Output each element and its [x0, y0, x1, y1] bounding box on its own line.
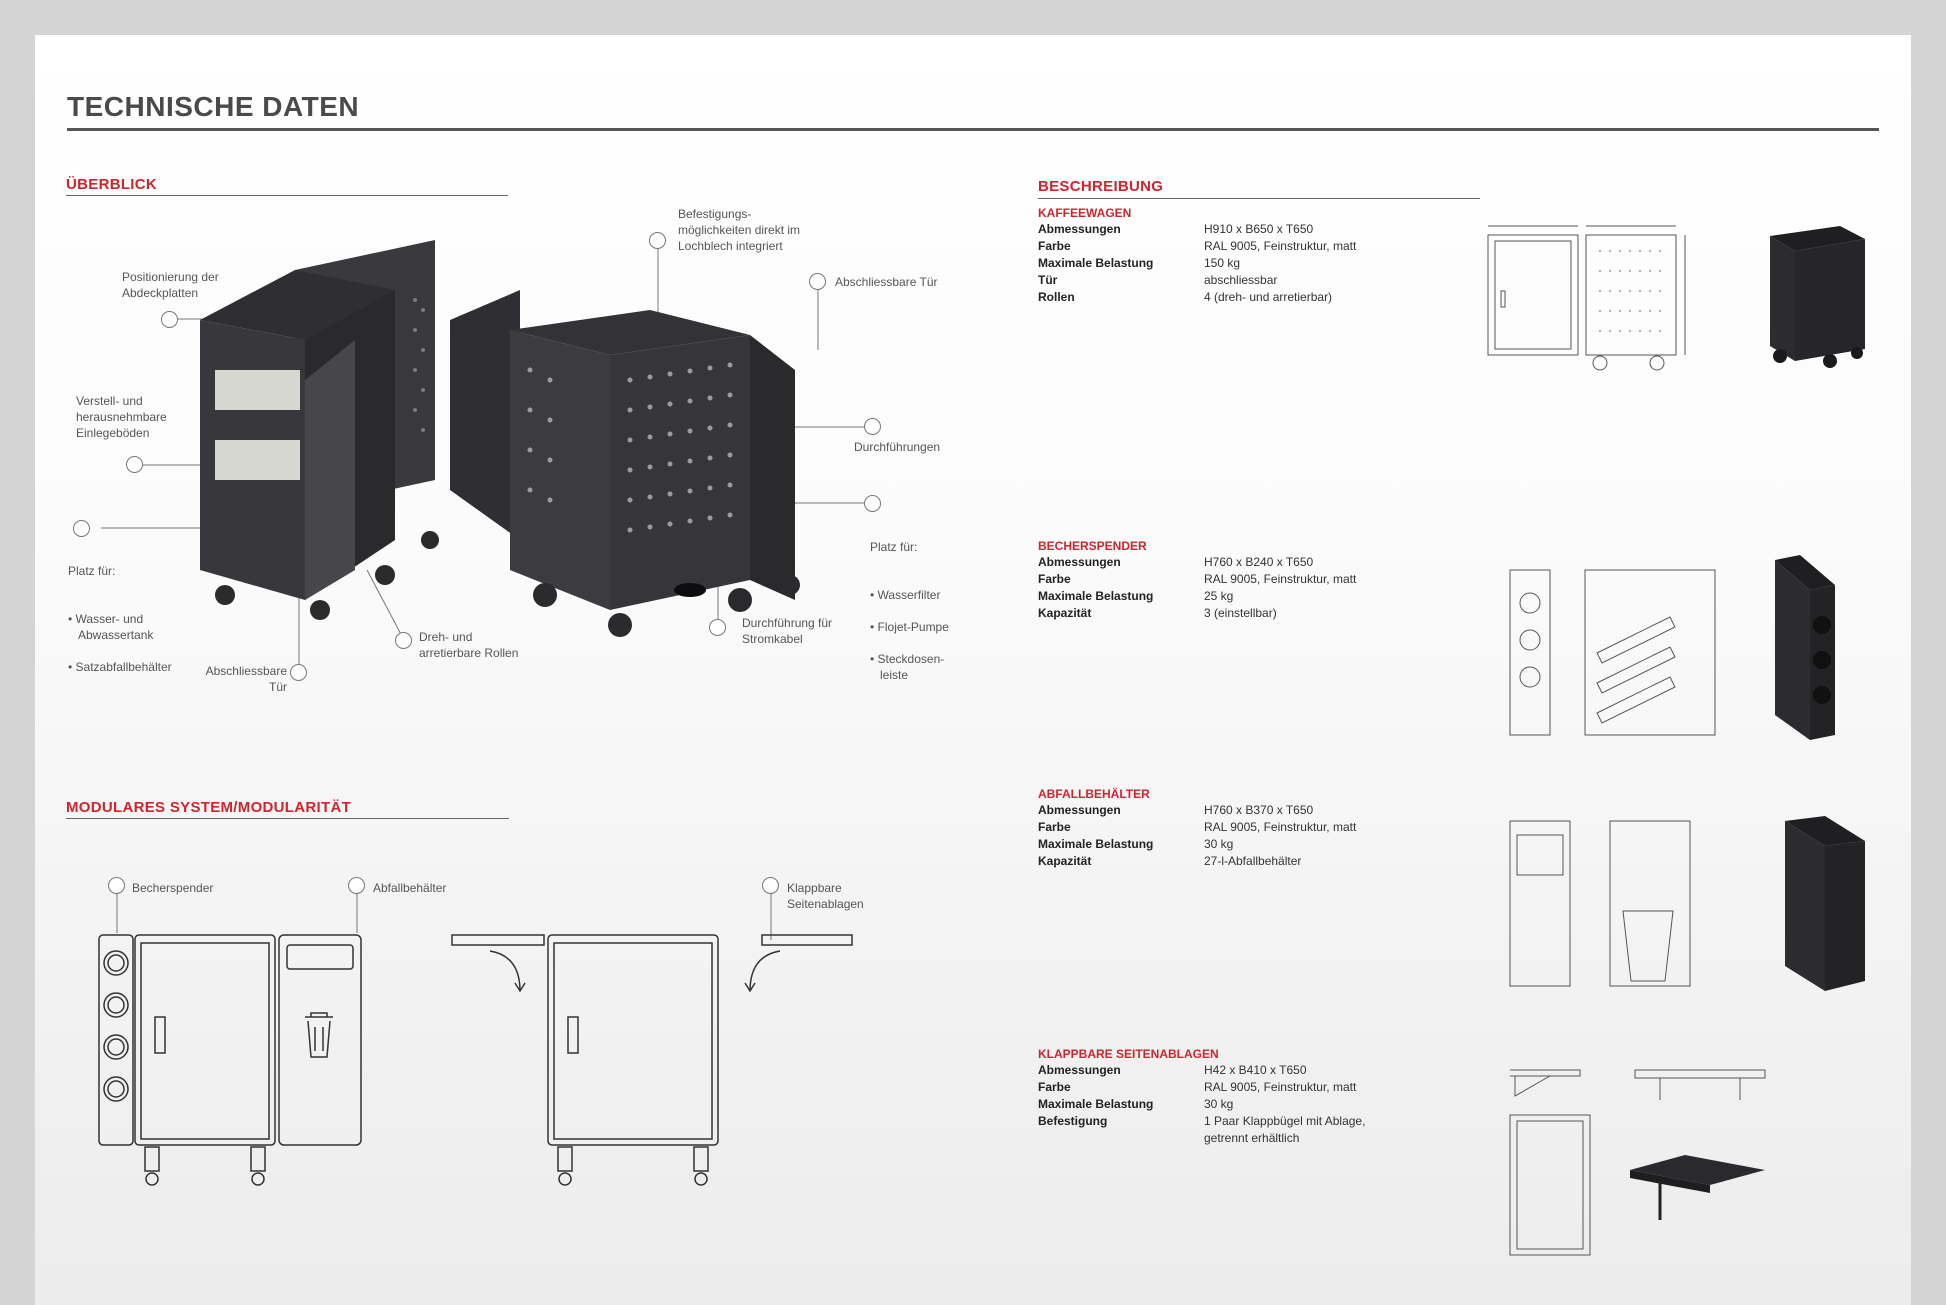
abfallbehaelter-drawings [1509, 816, 1865, 991]
callout-marker [395, 632, 412, 649]
overview-divider [66, 195, 508, 196]
label-platz-fuer-right: Platz für: Wasserfilter Flojet-Pumpe Ste… [870, 523, 949, 715]
label-tuer-right: Abschliessbare Tür [835, 275, 938, 289]
callout-marker [126, 456, 143, 473]
list-item: Flojet-Pumpe [878, 619, 949, 635]
datasheet-page: TECHNISCHE DATEN ÜBERBLICK Positionie [35, 35, 1911, 1305]
label-einlegeboeden: Verstell- und herausnehmbare Einlegeböde… [76, 394, 167, 440]
overview-heading: ÜBERBLICK [66, 176, 158, 193]
callout-marker [864, 418, 881, 435]
callout-marker [161, 311, 178, 328]
list-item: Wasser- und Abwassertank [76, 611, 174, 643]
modular-divider [66, 818, 509, 819]
title-divider [67, 128, 1879, 131]
side-shelves-drawing [451, 934, 853, 1186]
label-befestigung: Befestigungs- möglichkeiten direkt im Lo… [678, 207, 801, 253]
callout-marker [864, 495, 881, 512]
list-item: Wasserfilter [878, 587, 949, 603]
cabinet-front-illustration [200, 240, 439, 620]
label-rollen: Dreh- und arretierbare Rollen [419, 630, 519, 660]
label-platz-fuer-left: Platz für: Wasser- und Abwassertank Satz… [68, 547, 174, 707]
label-becherspender: Becherspender [132, 881, 214, 895]
callout-marker [649, 232, 666, 249]
callout-marker [709, 619, 726, 636]
label-stromkabel: Durchführung für Stromkabel [742, 616, 833, 646]
label-klappbare-seitenablagen: Klappbare Seitenablagen [787, 881, 864, 911]
description-divider [1038, 198, 1480, 199]
modular-assembly-drawing [98, 934, 362, 1186]
callout-marker [73, 520, 90, 537]
callout-marker [108, 877, 125, 894]
list-item: Steckdosen- leiste [878, 651, 949, 683]
callout-marker [348, 877, 365, 894]
page-title: TECHNISCHE DATEN [67, 91, 360, 122]
label-durchfuehrungen: Durchführungen [854, 440, 941, 454]
callout-marker [290, 664, 307, 681]
label-tuer-left: Abschliessbare Tür [205, 664, 287, 694]
list-item: Satzabfallbehälter [76, 659, 174, 675]
callout-marker [809, 273, 826, 290]
cabinet-rear-illustration [450, 290, 800, 637]
label-abdeckplatten: Positionierung der Abdeckplatten [122, 270, 219, 300]
kaffeewagen-drawings [1487, 225, 1865, 371]
callout-marker [762, 877, 779, 894]
becherspender-drawings [1509, 555, 1835, 740]
product-name: KAFFEEWAGEN [1038, 206, 1132, 220]
product-name: KLAPPBARE SEITENABLAGEN [1038, 1047, 1219, 1061]
modular-heading: MODULARES SYSTEM/MODULARITÄT [66, 799, 352, 816]
product-name: BECHERSPENDER [1038, 539, 1147, 553]
product-name: ABFALLBEHÄLTER [1038, 787, 1150, 801]
label-abfallbehaelter: Abfallbehälter [373, 881, 447, 895]
seitenablage-drawings [1509, 1069, 1766, 1256]
description-heading: BESCHREIBUNG [1038, 178, 1164, 195]
